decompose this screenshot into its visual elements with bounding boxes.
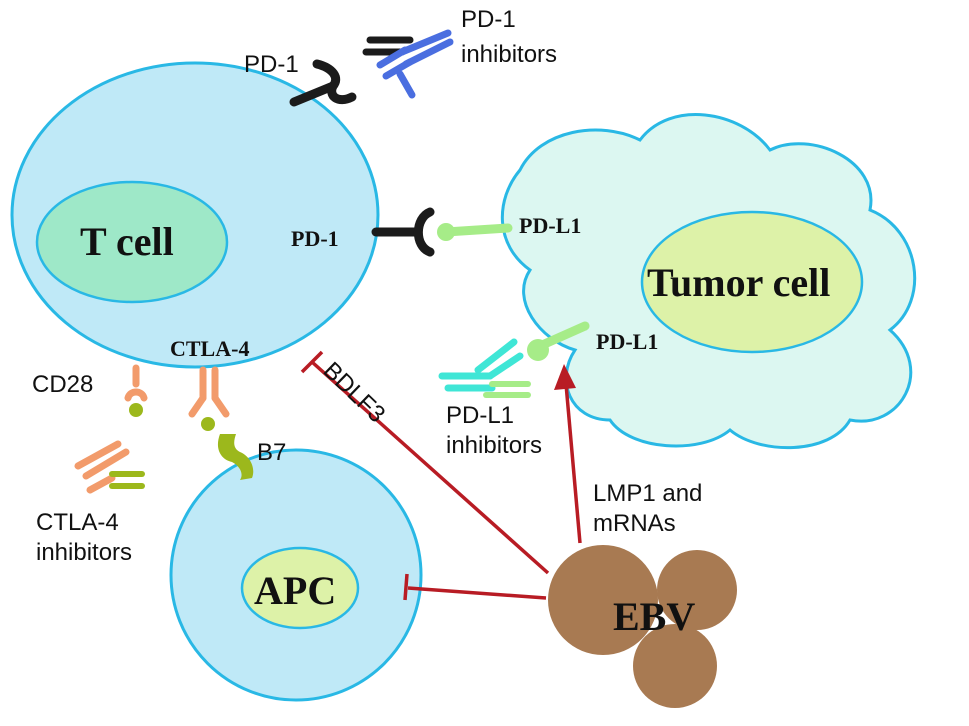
pdl1-bottom-label: PD-L1 [596, 329, 658, 354]
t-cell-nucleus [35, 180, 229, 304]
pdl1-top-label: PD-L1 [519, 213, 581, 238]
pd1-inhibitor-antibody [362, 29, 454, 99]
pdl1-ligand-bottom [527, 321, 590, 361]
cd28-ligand-dot [129, 403, 143, 417]
apc-inhibition-line [403, 573, 547, 601]
b7-ligand [201, 417, 254, 480]
pd1-receptor-mid [371, 207, 435, 257]
tumor-cell-nucleus [640, 210, 864, 354]
pdl1-inhibitors-label-2: inhibitors [446, 432, 542, 459]
apc-nucleus [240, 546, 360, 630]
pd1-inhibitors-label-1: PD-1 [461, 6, 516, 33]
pdl1-inhibitor-antibody [438, 338, 531, 398]
b7-label: B7 [257, 439, 286, 466]
ctla4-inhibitor-antibody [74, 440, 145, 494]
lmp1-label-2: mRNAs [593, 510, 676, 537]
lmp1-activation-arrow [554, 364, 582, 544]
pd1-receptor-top [289, 59, 357, 107]
pd1-inhibitors-label-2: inhibitors [461, 41, 557, 68]
pdl1-ligand-top [437, 223, 513, 241]
ctla4-label: CTLA-4 [170, 336, 249, 361]
cd28-receptor [124, 364, 148, 402]
ebv-label: EBV [613, 594, 695, 639]
ctla4-receptor [188, 366, 230, 418]
pd1-top-label: PD-1 [244, 51, 299, 78]
ebv-virus [548, 545, 737, 708]
bdlf3-label: BDLF3 [318, 357, 390, 428]
cd28-label: CD28 [32, 371, 93, 398]
tumor-cell-label: Tumor cell [647, 260, 830, 305]
apc-label: APC [254, 568, 336, 613]
ctla4-inhibitors-label-2: inhibitors [36, 539, 132, 566]
ctla4-inhibitors-label-1: CTLA-4 [36, 509, 119, 536]
pdl1-inhibitors-label-1: PD-L1 [446, 402, 514, 429]
bdlf3-inhibition-line [300, 350, 550, 575]
t-cell-label: T cell [80, 219, 174, 264]
lmp1-label-1: LMP1 and [593, 480, 702, 507]
pd1-mid-label: PD-1 [291, 226, 339, 251]
